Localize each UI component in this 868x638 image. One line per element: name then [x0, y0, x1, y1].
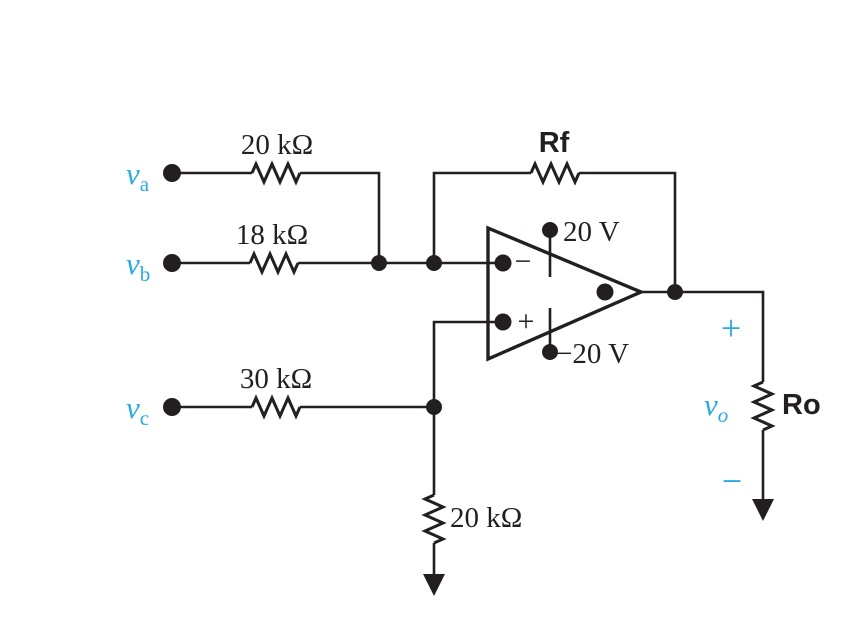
resistor-ro-symbol	[750, 380, 776, 432]
wire-noninverting-input	[432, 320, 503, 407]
wire-output	[640, 290, 765, 382]
positive-supply-node	[542, 222, 558, 238]
source-va-label: va	[126, 156, 150, 196]
resistor-rf-symbol	[529, 160, 581, 186]
wire-feedback-right	[579, 171, 677, 292]
output-minus-sign: −	[722, 461, 742, 501]
negative-supply-label: −20 V	[556, 338, 629, 370]
terminal-vc-node	[163, 398, 181, 416]
opamp-noninverting-sign: +	[518, 305, 535, 338]
noninverting-input-node	[494, 313, 512, 331]
resistor-ra-label: 20 kΩ	[241, 129, 313, 161]
junction-feedback-node	[426, 255, 442, 271]
resistor-ro-label: Ro	[782, 389, 821, 421]
resistor-rc-symbol	[250, 394, 302, 420]
source-vb-label: vb	[126, 246, 150, 286]
output-plus-sign: +	[721, 308, 741, 348]
negative-supply-node	[542, 344, 558, 360]
resistor-rg-symbol	[421, 493, 447, 545]
output-junction-node	[667, 284, 683, 300]
terminal-vb-node	[163, 254, 181, 272]
terminal-va-node	[163, 164, 181, 182]
opamp-triangle	[486, 225, 646, 362]
opamp-output-node	[596, 283, 614, 301]
output-vo-label: vo	[704, 387, 728, 427]
wire-input-va	[172, 171, 381, 263]
ground-arrow-left-icon	[423, 574, 445, 596]
resistor-rc-label: 30 kΩ	[240, 363, 312, 395]
resistor-rg-label: 20 kΩ	[450, 502, 522, 534]
source-vc-label: vc	[126, 390, 149, 430]
junction-va-vb-node	[371, 255, 387, 271]
resistor-ra-symbol	[250, 160, 302, 186]
inverting-input-node	[494, 254, 512, 272]
ground-arrow-right-icon	[752, 499, 774, 521]
opamp-inverting-sign: −	[515, 245, 532, 278]
positive-supply-label: 20 V	[563, 216, 620, 248]
resistor-rb-symbol	[248, 250, 300, 276]
resistor-rf-label: Rf	[539, 127, 570, 159]
resistor-rb-label: 18 kΩ	[236, 219, 308, 251]
wire-feedback-left	[432, 171, 531, 263]
junction-vc-node	[426, 399, 442, 415]
